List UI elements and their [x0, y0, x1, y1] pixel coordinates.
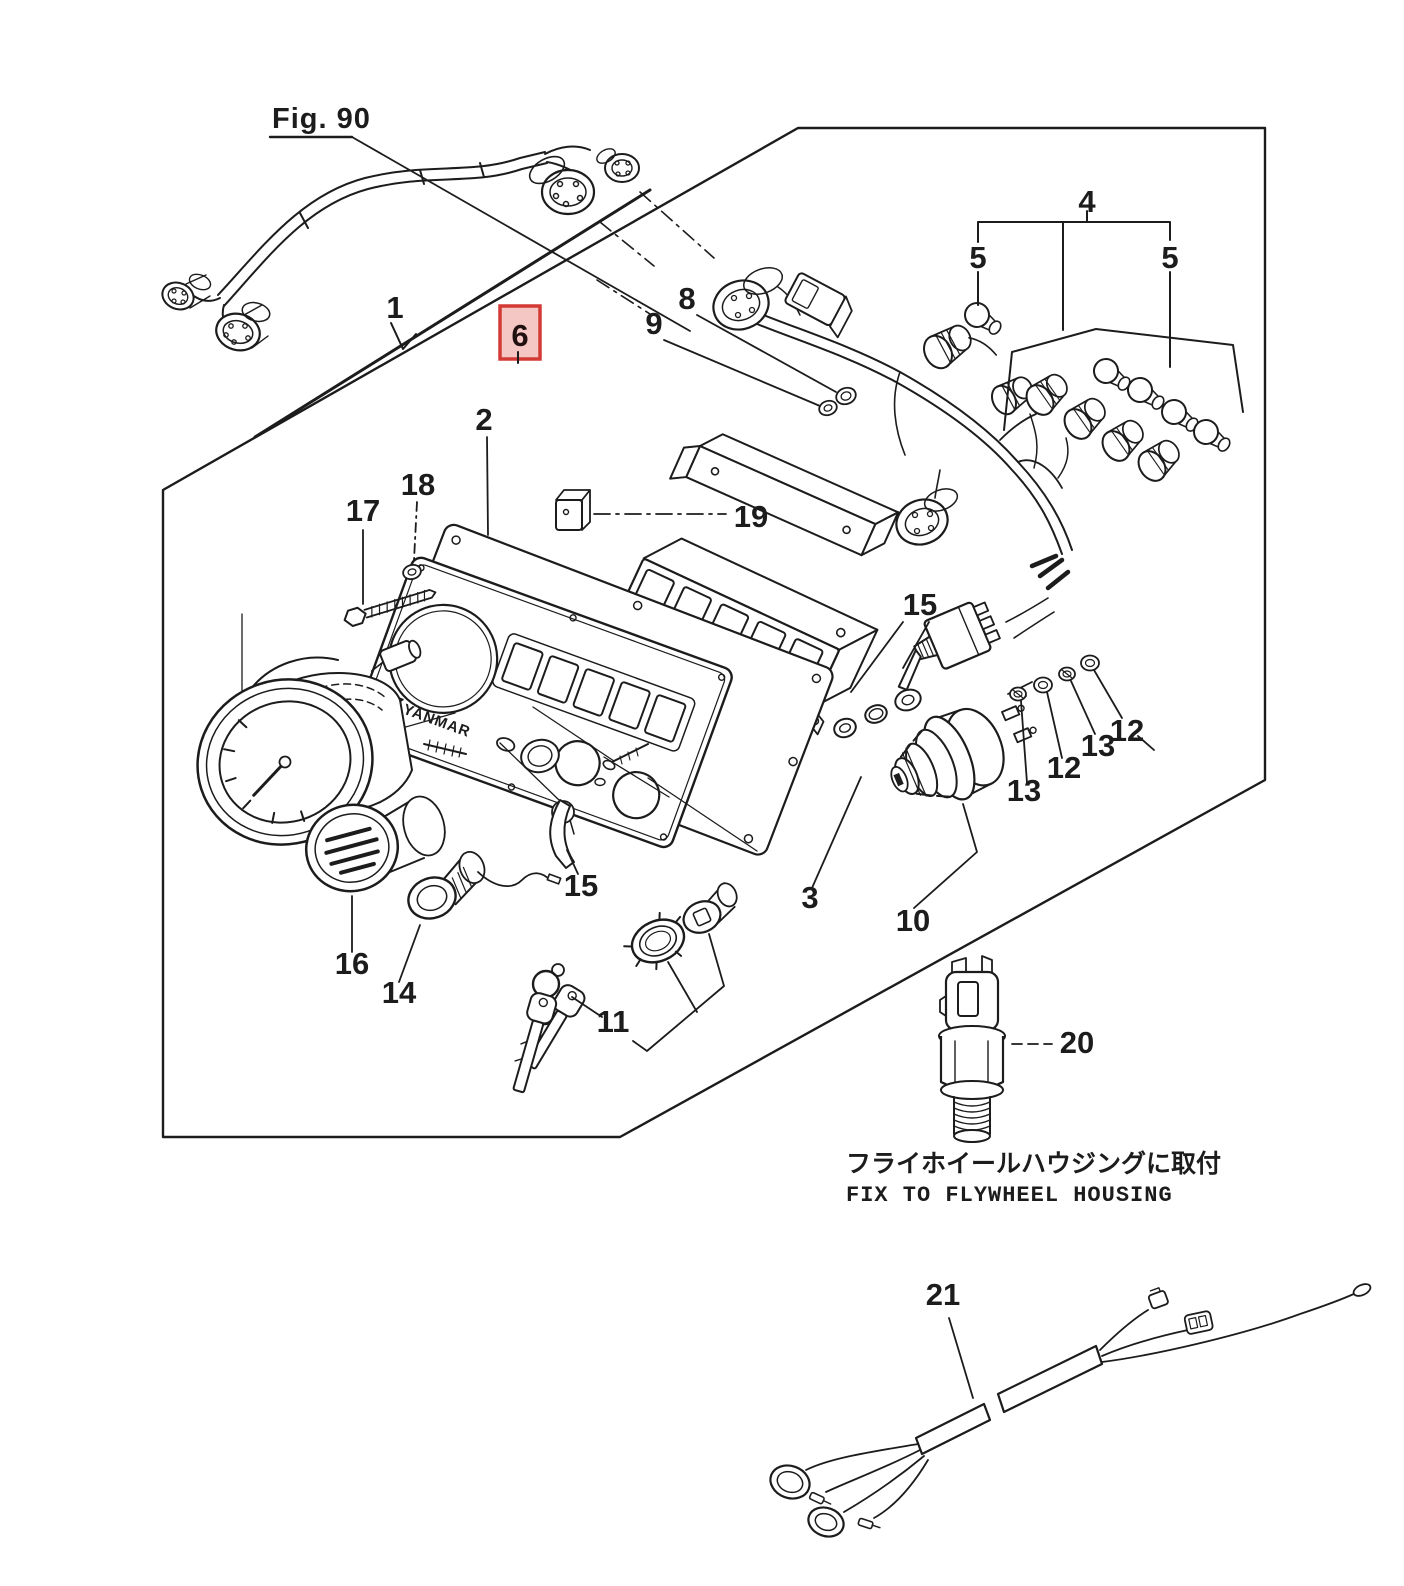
connector-round-large-bottom: [215, 301, 271, 352]
callout-6[interactable]: 6: [511, 318, 528, 353]
callout-2: 2: [475, 402, 492, 437]
callout-14: 14: [382, 975, 417, 1010]
buzzer: [304, 795, 446, 893]
panel-small-parts: [520, 738, 649, 869]
callout-1-leader: [253, 188, 652, 439]
pilot-lamp: [407, 851, 562, 920]
callout-5a: 5: [969, 240, 986, 275]
clip-19: [555, 489, 591, 531]
bulb-single: [964, 302, 1002, 335]
leader-lines: [351, 271, 1155, 1399]
flywheel-sensor: [938, 955, 1006, 1143]
connector-round-small-top: [596, 148, 640, 183]
labels: Fig. 90 1 2 3 4 5 5 8 9 10 11 12 12 13 1…: [272, 103, 1221, 1312]
nut-8: [835, 386, 857, 406]
fig90-harness: [161, 145, 640, 352]
figure-label: Fig. 90: [272, 103, 371, 135]
callout-1: 1: [386, 290, 403, 325]
nut-washer-set: [1009, 654, 1100, 702]
main-harness: [712, 267, 1244, 639]
callout-20: 20: [1060, 1025, 1094, 1060]
tachometer-gauge: [196, 639, 467, 846]
callout-4: 4: [1078, 184, 1096, 219]
callout-16: 16: [335, 946, 369, 981]
connector-round-main: [712, 267, 801, 331]
lamp-bracket-outline: [1003, 328, 1244, 431]
washer-18: [402, 563, 422, 581]
mounting-screw: [343, 589, 437, 627]
callout-15b: 15: [564, 868, 598, 903]
callout-17: 17: [346, 493, 380, 528]
diagram-boundary: [161, 126, 1267, 1139]
callout-3: 3: [801, 880, 818, 915]
callout-13b: 13: [1081, 728, 1115, 763]
connector-round-lower: [895, 488, 959, 546]
note-japanese: フライホイールハウジングに取付: [846, 1149, 1221, 1178]
callout-9: 9: [645, 306, 662, 341]
callout-5b: 5: [1161, 240, 1178, 275]
callout-4-5-bracket: [977, 210, 1171, 368]
fig90-leader: [268, 135, 691, 332]
callout-10: 10: [896, 903, 930, 938]
callout-11: 11: [597, 1004, 630, 1039]
washer-9: [818, 399, 838, 417]
frayed-wire-ends: [1029, 553, 1071, 591]
callout-12a: 12: [1047, 750, 1081, 785]
callout-15a: 15: [903, 587, 937, 622]
callout-8: 8: [678, 281, 695, 316]
stay-bracket: [669, 433, 900, 557]
rubber-boot: [682, 882, 738, 934]
toggle-switch: [833, 601, 1001, 739]
callout-19: 19: [734, 499, 768, 534]
callout-12b: 12: [1110, 713, 1144, 748]
callout-18: 18: [401, 467, 435, 502]
bulb-row: [964, 302, 1231, 452]
key-switch: [890, 681, 1037, 801]
lamp-socket-row: [1025, 373, 1180, 482]
lock-nut: [623, 911, 686, 971]
lamp-hole: [612, 771, 661, 820]
key-set: [512, 963, 586, 1094]
callout-21: 21: [926, 1277, 960, 1312]
bulb-socket-branch-a: [923, 324, 998, 370]
connector-round-small-bottom: [161, 273, 212, 311]
callout-13a: 13: [1007, 773, 1041, 808]
sub-harness: [769, 1283, 1372, 1538]
note-english: FIX TO FLYWHEEL HOUSING: [846, 1183, 1173, 1208]
connector-round-large-top: [528, 155, 596, 216]
highlighted-callout-6[interactable]: 6: [498, 304, 542, 364]
connector-rect-main: [784, 272, 853, 339]
mating-lines: [596, 191, 715, 315]
gauge-sender: [370, 639, 422, 672]
